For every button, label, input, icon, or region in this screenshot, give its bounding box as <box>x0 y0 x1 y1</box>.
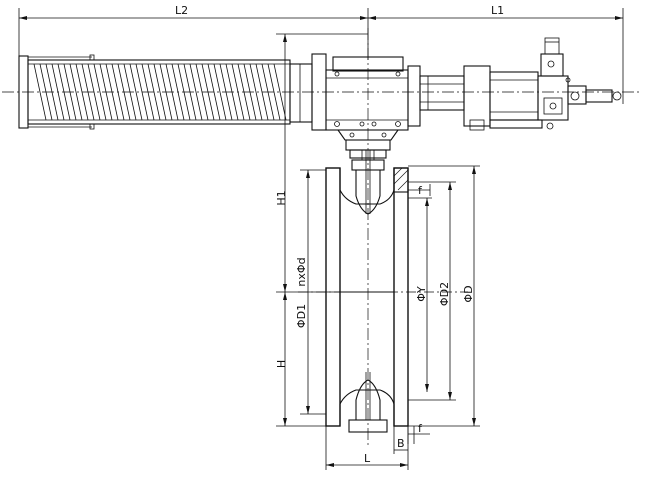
gear-box <box>325 56 421 160</box>
dim-label-L1: L1 <box>491 4 504 17</box>
bottom-dimensions <box>325 426 409 470</box>
dim-label-H1: H1 <box>275 190 288 205</box>
dim-label-D1: ΦD1 <box>295 304 308 328</box>
dim-label-L2: L2 <box>175 4 188 17</box>
dim-label-nxd: nxΦd <box>295 257 308 286</box>
dim-label-f-bottom: f <box>418 422 423 435</box>
dim-label-Y: ΦY <box>415 286 428 302</box>
dim-label-H: H <box>275 360 288 368</box>
dim-label-L: L <box>364 452 371 465</box>
dim-label-D: ΦD <box>462 285 475 302</box>
left-dimensions <box>276 33 368 427</box>
dim-label-f-top: f <box>418 184 423 197</box>
valve-body <box>298 150 468 433</box>
right-dimensions <box>407 165 480 444</box>
top-dimensions <box>18 8 624 104</box>
dim-label-D2: ΦD2 <box>438 282 451 306</box>
pneumatic-cylinder <box>419 37 622 131</box>
dim-label-B: B <box>397 437 405 450</box>
